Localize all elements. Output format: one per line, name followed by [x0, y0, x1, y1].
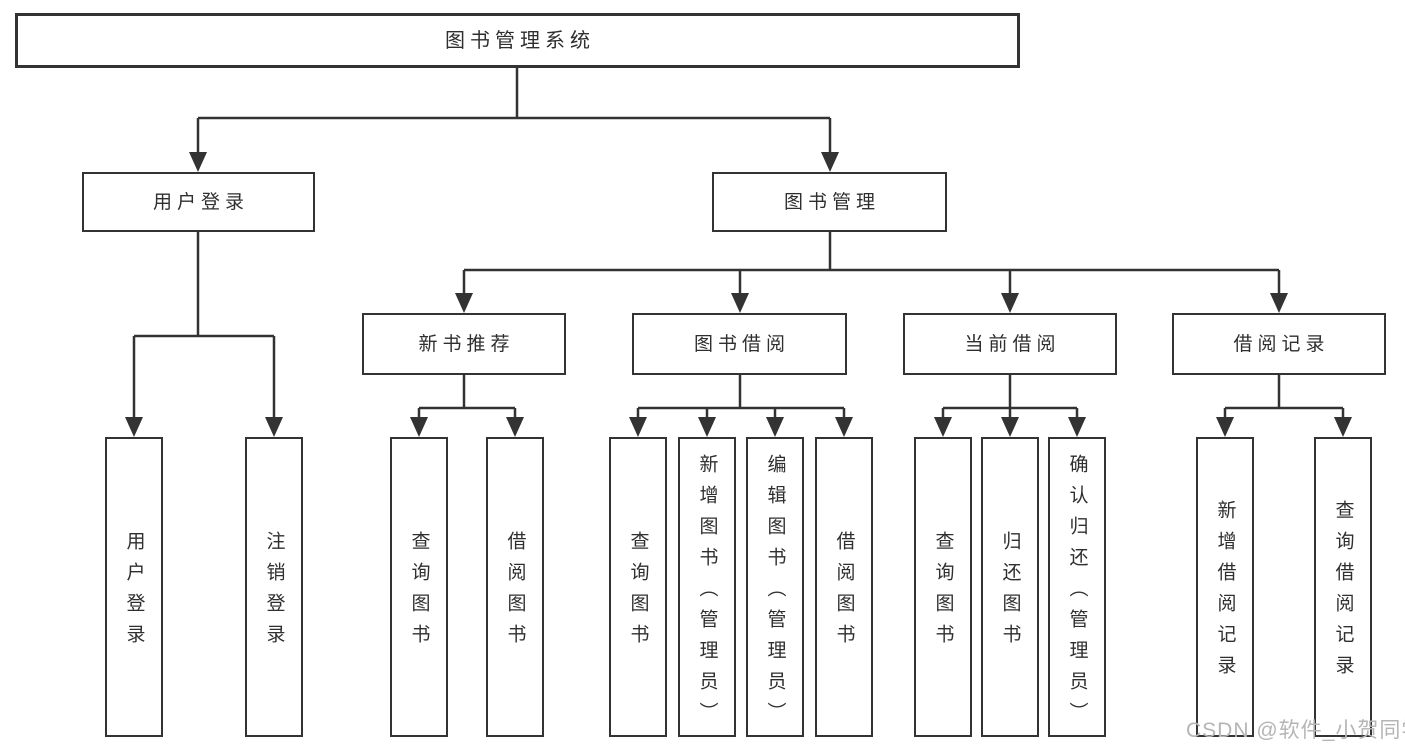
leaf-borrow-books: 借阅图书	[815, 437, 873, 737]
csdn-watermark: CSDN @软件_小贺同学	[1186, 719, 1405, 742]
leaf-logout: 注销登录	[245, 437, 303, 737]
arrowheads	[125, 152, 1352, 437]
connector-user-login-branch	[132, 232, 276, 425]
node-user-login: 用户登录	[82, 172, 315, 232]
node-label: 编辑图书（管理员）	[764, 453, 786, 733]
node-label: 借阅图书	[504, 531, 526, 655]
connector-book-borrow-branch	[636, 375, 846, 425]
node-label: 查询图书	[408, 531, 430, 655]
leaf-add-books-admin: 新增图书（管理员）	[678, 437, 736, 737]
node-label: 查询图书	[932, 531, 954, 655]
node-book-management: 图书管理	[712, 172, 947, 232]
leaf-add-borrow-record: 新增借阅记录	[1196, 437, 1254, 737]
node-label: 图书借阅	[693, 333, 790, 355]
node-borrow-records: 借阅记录	[1172, 313, 1386, 375]
node-label: 新增借阅记录	[1214, 500, 1236, 686]
node-label: 借阅记录	[1233, 333, 1330, 355]
node-label: 新增图书（管理员）	[696, 453, 718, 733]
node-label: 归还图书	[999, 531, 1021, 655]
node-label: 确认归还（管理员）	[1066, 453, 1088, 733]
connector-root-branch	[196, 68, 832, 160]
node-current-borrow: 当前借阅	[903, 313, 1117, 375]
node-label: 新书推荐	[418, 333, 515, 355]
node-label: 用户登录	[152, 191, 249, 213]
leaf-borrow-books-recommend: 借阅图书	[486, 437, 544, 737]
leaf-query-books-current: 查询图书	[914, 437, 972, 737]
node-new-book-recommend: 新书推荐	[362, 313, 566, 375]
leaf-query-books-borrow: 查询图书	[609, 437, 667, 737]
connector-borrow-records-branch	[1223, 375, 1345, 425]
node-label: 用户登录	[123, 531, 145, 655]
leaf-query-books-recommend: 查询图书	[390, 437, 448, 737]
node-label: 借阅图书	[833, 531, 855, 655]
node-label: 查询借阅记录	[1332, 500, 1354, 686]
node-label: 当前借阅	[964, 333, 1061, 355]
leaf-edit-books-admin: 编辑图书（管理员）	[746, 437, 804, 737]
leaf-user-login: 用户登录	[105, 437, 163, 737]
leaf-return-books: 归还图书	[981, 437, 1039, 737]
node-book-borrow: 图书借阅	[632, 313, 847, 375]
node-library-management-system: 图书管理系统	[15, 13, 1020, 68]
connector-new-book-branch	[417, 375, 517, 425]
node-label: 注销登录	[263, 531, 285, 655]
connector-current-borrow-branch	[941, 375, 1079, 425]
leaf-query-borrow-record: 查询借阅记录	[1314, 437, 1372, 737]
leaf-confirm-return-admin: 确认归还（管理员）	[1048, 437, 1106, 737]
node-label: 图书管理系统	[445, 29, 595, 52]
node-label: 图书管理	[783, 191, 880, 213]
node-label: 查询图书	[627, 531, 649, 655]
connector-book-mgmt-branch	[462, 232, 1281, 301]
